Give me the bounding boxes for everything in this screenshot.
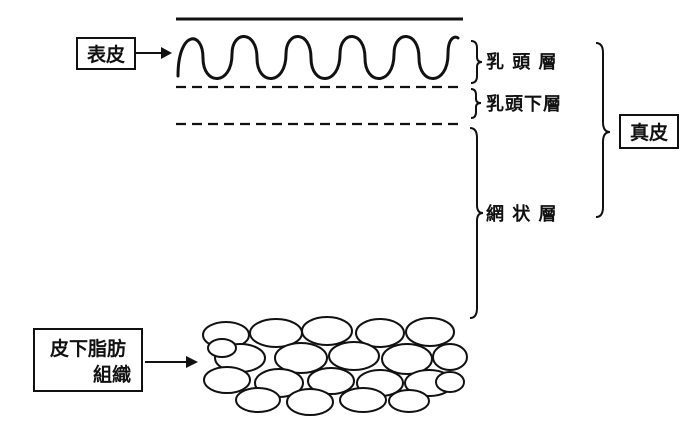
papillary-layer-label: 乳 頭 層 <box>486 52 558 73</box>
dermis-brace <box>595 42 611 218</box>
subcutaneous-label-box <box>33 328 143 392</box>
subpapillary-layer-label: 乳頭下層 <box>486 94 562 115</box>
fat-cell <box>432 343 468 371</box>
fat-cell <box>435 371 465 393</box>
fat-cell <box>307 367 355 395</box>
fat-cell <box>203 366 251 394</box>
subpapillary-brace <box>470 88 482 119</box>
epidermis-wave-line <box>176 35 460 80</box>
subcutaneous-label-line1: 皮下脂肪 <box>50 337 126 360</box>
subcutaneous-arrow-head <box>186 356 198 368</box>
fat-cell <box>207 338 237 358</box>
reticular-brace <box>469 127 484 319</box>
reticular-layer-label: 網 状 層 <box>486 203 558 225</box>
epidermis-label-box <box>76 37 136 70</box>
fat-cell <box>286 388 334 416</box>
fat-cell <box>388 389 430 413</box>
epidermis-label: 表皮 <box>87 43 125 66</box>
fat-cell <box>355 318 405 348</box>
fat-cell <box>328 341 380 371</box>
fat-cell <box>405 317 455 347</box>
subcutaneous-label-line2: 組織 <box>93 363 131 386</box>
fat-cell <box>339 387 387 413</box>
papillary-brace <box>470 40 483 84</box>
fat-cell <box>274 342 328 374</box>
fat-cell <box>381 343 433 375</box>
epidermis-arrow-head <box>161 47 172 59</box>
fat-cell <box>235 387 281 413</box>
dermis-label-box <box>619 114 679 149</box>
fat-cells-group <box>202 316 468 416</box>
fat-cell <box>301 316 353 346</box>
dermis-label: 真皮 <box>630 121 668 144</box>
